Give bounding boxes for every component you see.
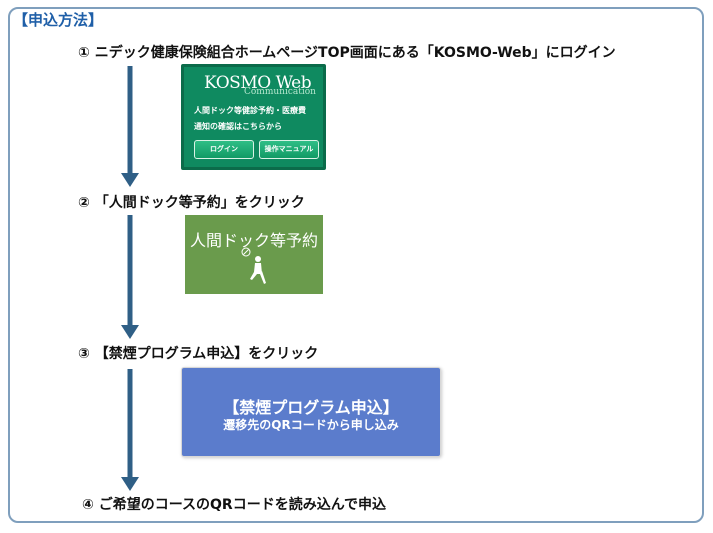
down-arrow-1 [120,66,140,187]
dock-tile-label: 人間ドック等予約 [189,231,318,250]
manual-button[interactable]: 操作マニュアル [259,140,319,159]
kosmo-web-panel: KOSMO Web Communication 人間ドック等健診予約・医療費 通… [181,64,326,170]
program-button-title: 【禁煙プログラム申込】 [223,398,399,417]
person-seated-icon [241,247,266,284]
kosmo-logo: KOSMO Web [204,73,312,93]
program-button-subtitle: 遷移先のQRコードから申し込み [223,418,399,432]
step-4-text: ④ ご希望のコースのQRコードを読み込んで申込 [82,497,387,513]
step-1-text: ① ニデック健康保険組合ホームページTOP画面にある「KOSMO-Web」にログ… [78,45,616,61]
dock-reservation-tile[interactable]: 人間ドック等予約 [185,215,323,294]
instruction-frame [8,7,704,523]
step-2-text: ② 「人間ドック等予約」をクリック [78,195,305,211]
smoking-cessation-program-button[interactable]: 【禁煙プログラム申込】 遷移先のQRコードから申し込み [181,367,441,457]
down-arrow-2 [120,215,140,339]
kosmo-logo-subtitle: Communication [244,87,316,97]
page-title: 【申込方法】 [13,11,104,29]
kosmo-description-line-2: 通知の確認はこちらから [194,122,282,131]
step-3-text: ③ 【禁煙プログラム申込】をクリック [78,346,319,362]
kosmo-description-line-1: 人間ドック等健診予約・医療費 [194,106,306,115]
login-button[interactable]: ログイン [194,140,254,159]
down-arrow-3 [120,369,140,491]
